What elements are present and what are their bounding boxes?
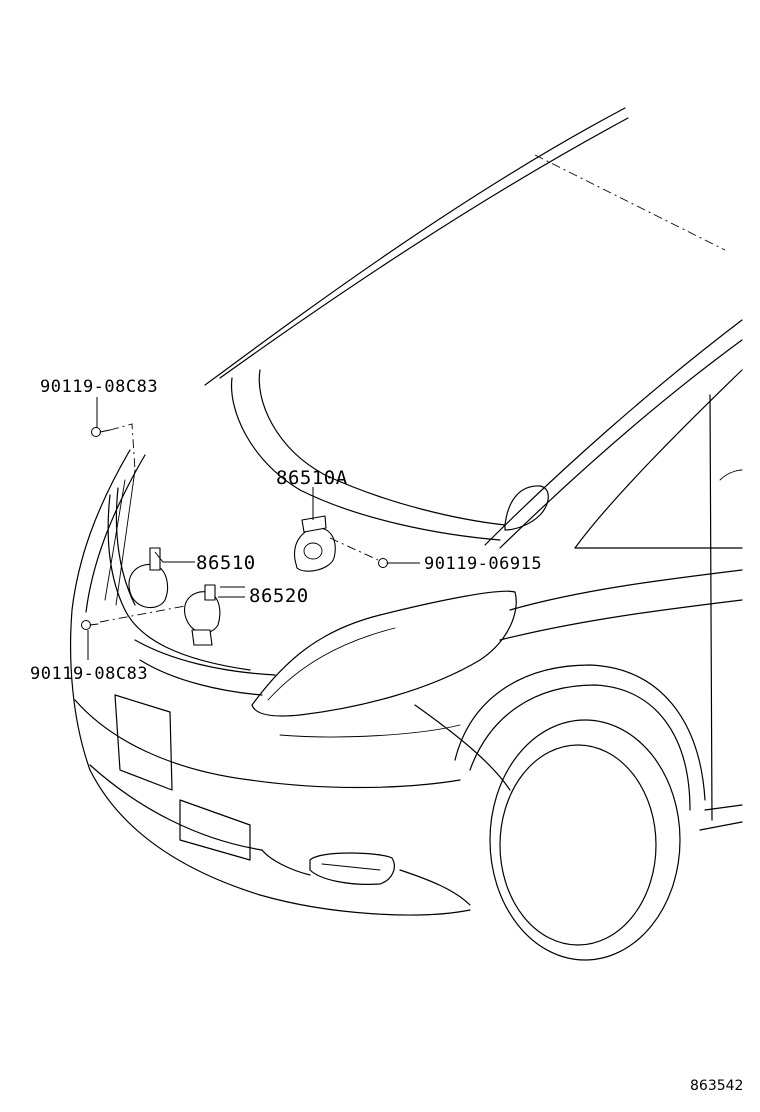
- horn-high-part: [128, 547, 169, 609]
- callout-bolt-right: 90119-06915: [424, 554, 542, 574]
- horn-low-part: [184, 584, 221, 646]
- callout-horn-low: 86520: [249, 585, 309, 607]
- leader-lines: [87, 397, 420, 660]
- vehicle-body-outline: [69, 107, 743, 961]
- bolt-lower-left: [81, 620, 99, 630]
- callout-horn-high-a: 86510A: [276, 467, 348, 489]
- bolt-upper-left: [91, 427, 111, 437]
- callout-bolt-upper-left: 90119-08C83: [40, 377, 158, 397]
- callout-horn-high: 86510: [196, 552, 256, 574]
- figure-id: 863542: [690, 1078, 743, 1094]
- horn-high-a-part: [294, 515, 336, 572]
- callout-bolt-lower-left: 90119-08C83: [30, 664, 148, 684]
